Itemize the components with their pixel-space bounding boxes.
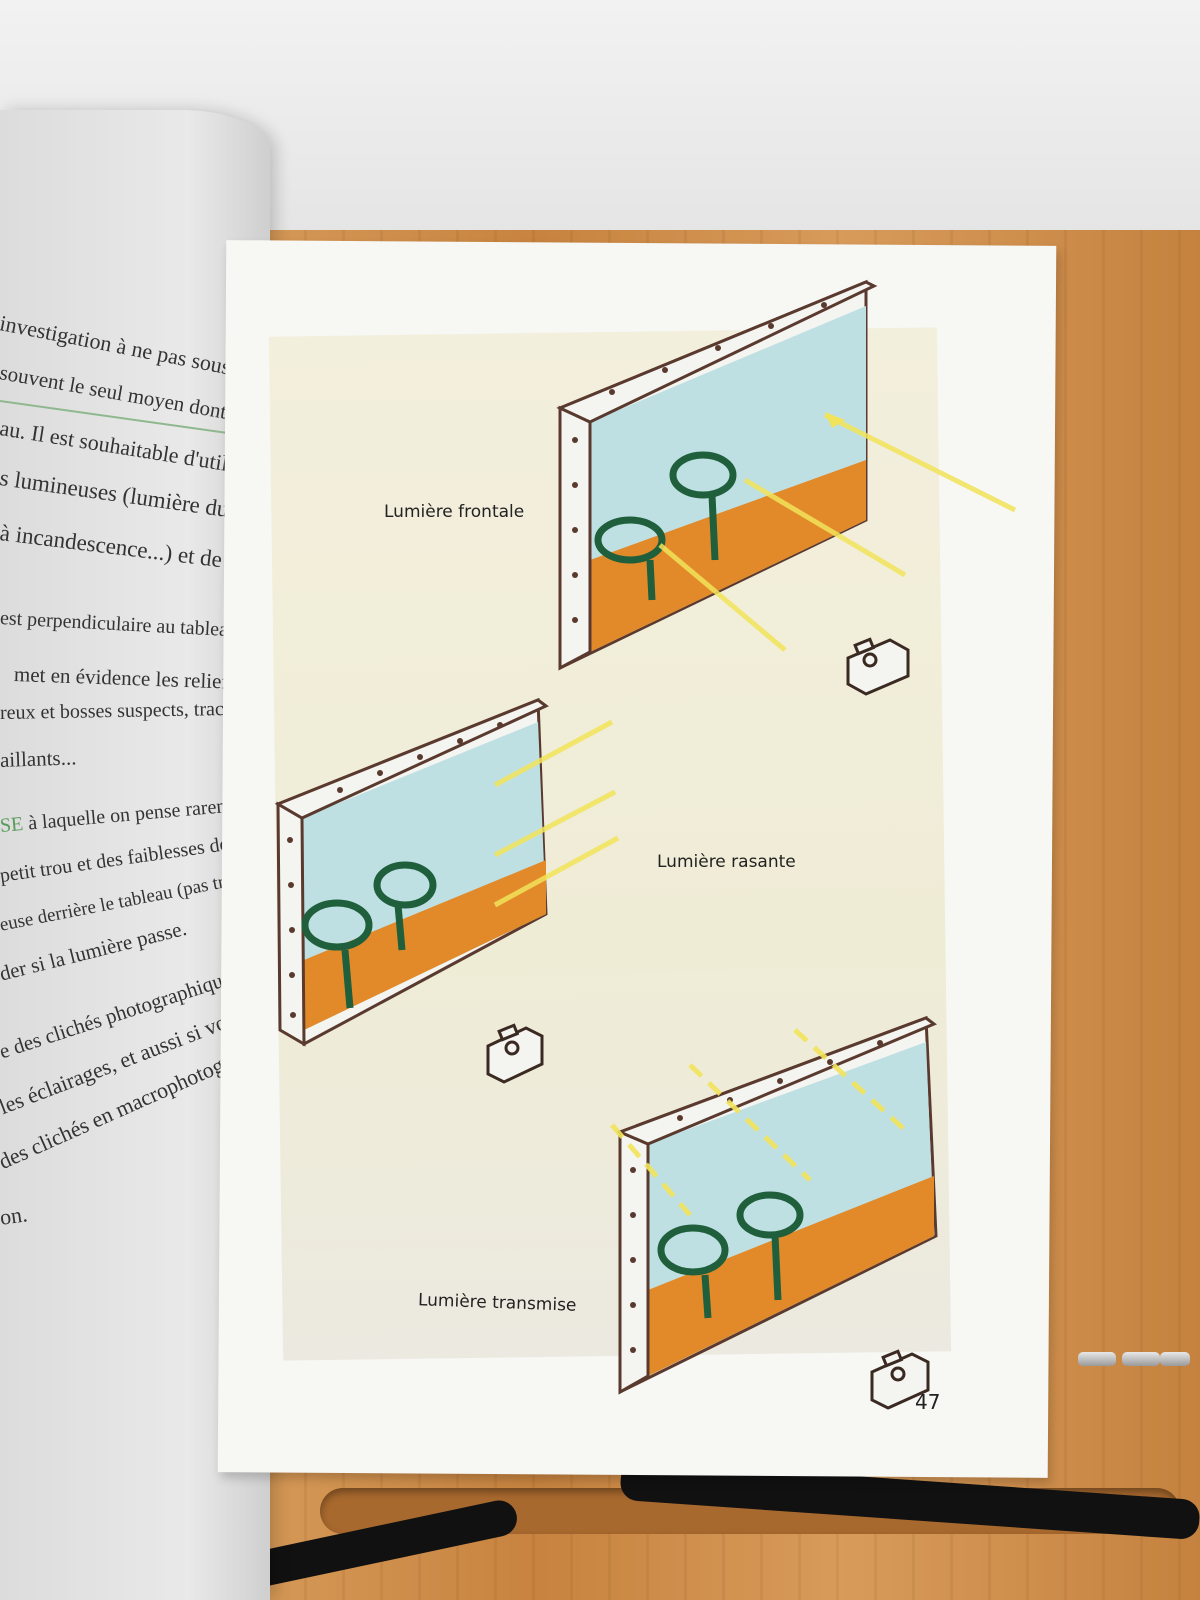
camera-icon <box>870 1349 930 1410</box>
camera-icon <box>846 637 910 696</box>
painting-transmitted <box>610 1015 938 1395</box>
painting-grazing <box>274 697 620 1047</box>
caption-grazing-light: Lumière rasante <box>657 852 796 872</box>
hinge <box>1122 1352 1160 1366</box>
caption-frontal-light: Lumière frontale <box>384 502 525 522</box>
hinge <box>1160 1352 1190 1366</box>
painting-frontal <box>556 279 1017 671</box>
camera-icon <box>486 1023 544 1084</box>
hinge <box>1078 1352 1116 1366</box>
page-number: 47 <box>915 1390 941 1414</box>
